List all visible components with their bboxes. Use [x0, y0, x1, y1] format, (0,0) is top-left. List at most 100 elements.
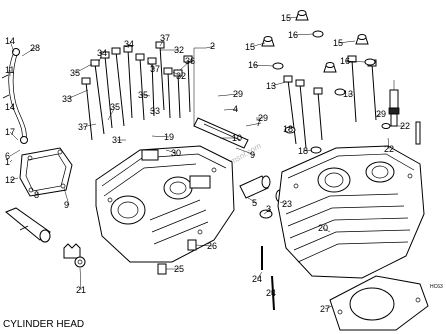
leader-line-13 [270, 81, 287, 87]
callout-4: 4 [233, 104, 238, 114]
leader-line-35 [142, 94, 151, 97]
leader-line-7 [245, 122, 262, 127]
callout-27: 27 [320, 304, 330, 314]
washer-3 [259, 209, 273, 219]
leader-line-9 [63, 187, 70, 206]
rear-cylinder-head [277, 145, 425, 279]
callout-7: 7 [256, 118, 261, 128]
callout-30: 30 [171, 148, 181, 158]
leader-line-34 [98, 52, 103, 63]
callout-35: 35 [110, 102, 120, 112]
callout-29: 29 [233, 89, 243, 99]
leader-line-37 [82, 123, 97, 128]
callout-26: 26 [207, 241, 217, 251]
leader-line-27 [324, 305, 333, 310]
leader-line-35 [74, 63, 93, 74]
callout-3: 3 [266, 204, 271, 214]
cap-nuts [261, 10, 369, 73]
callout-10: 10 [232, 133, 242, 143]
callout-16: 16 [248, 60, 258, 70]
leader-line-37 [147, 61, 156, 70]
callout-15: 15 [333, 38, 343, 48]
leader-line-34 [127, 43, 130, 49]
leader-line-18 [287, 128, 291, 131]
callout-33: 33 [150, 106, 160, 116]
callout-labels: 1516151615162283734343236323533373535332… [5, 13, 410, 314]
leader-line-14 [9, 40, 15, 53]
stud-17 [415, 121, 421, 145]
head-gasket [329, 275, 429, 331]
leader-line-24 [270, 289, 273, 294]
leader-line-16 [252, 64, 274, 67]
leader-line-3 [263, 208, 272, 215]
callout-32: 32 [176, 71, 186, 81]
leader-line-12 [9, 177, 19, 181]
callout-5: 5 [252, 198, 257, 208]
leader-line-1 [9, 159, 13, 163]
leader-line-35 [107, 106, 116, 121]
leader-line-26 [195, 244, 213, 247]
leader-line-33 [149, 109, 156, 112]
callout-35: 35 [138, 90, 148, 100]
leader-line-20 [322, 227, 331, 233]
callout-6: 6 [5, 151, 10, 161]
rocker-shaft [5, 207, 86, 268]
stud-bolts [261, 246, 275, 311]
callout-31: 31 [112, 135, 122, 145]
callout-12: 12 [5, 175, 15, 185]
callout-34: 34 [124, 39, 134, 49]
leader-line-2 [205, 45, 216, 49]
callout-20: 20 [318, 223, 328, 233]
leader-line-9 [235, 147, 256, 156]
bolt-group [81, 41, 193, 141]
callout-9: 9 [250, 150, 255, 160]
callout-15: 15 [245, 42, 255, 52]
leader-line-8 [35, 189, 40, 196]
washers [272, 30, 391, 154]
callout-13: 13 [343, 89, 353, 99]
leader-line-15 [285, 16, 299, 19]
leader-line-4 [223, 108, 239, 111]
leader-line-15 [337, 40, 356, 44]
leader-line-16 [344, 60, 366, 63]
callout-37: 37 [150, 64, 160, 74]
leader-line-36 [179, 60, 191, 71]
fitting-5 [239, 175, 271, 199]
callout-24: 24 [266, 288, 276, 298]
callout-36: 36 [185, 56, 195, 66]
leader-line-16 [292, 33, 314, 36]
callout-28: 28 [30, 43, 40, 53]
leader-line-15 [249, 42, 266, 48]
leader-line-19 [151, 135, 170, 138]
callout-8: 8 [34, 190, 39, 200]
leader-line-33 [66, 89, 89, 100]
leader-line-18 [302, 149, 313, 152]
leader-line-28 [21, 47, 36, 57]
leader-line-32 [172, 71, 182, 77]
leader-line-24 [256, 271, 263, 280]
leader-line-23 [279, 201, 288, 205]
callout-37: 37 [160, 33, 170, 43]
callout-14: 14 [5, 36, 15, 46]
callout-2: 2 [210, 41, 215, 51]
leader-line-21 [79, 267, 82, 291]
callout-16: 16 [288, 30, 298, 40]
leader-line-22 [387, 137, 390, 150]
callout-37: 37 [78, 122, 88, 132]
callout-13: 13 [266, 81, 276, 91]
callout-22: 22 [400, 121, 410, 131]
callout-29: 29 [258, 113, 268, 123]
callout-22: 22 [384, 144, 394, 154]
callout-11: 11 [5, 65, 14, 75]
callout-19: 19 [164, 132, 174, 142]
leader-line-30 [165, 149, 177, 154]
callout-29: 29 [376, 109, 386, 119]
callout-18: 18 [283, 124, 293, 134]
callout-14: 14 [5, 102, 15, 112]
callout-15: 15 [281, 13, 291, 23]
leader-line-5 [247, 197, 258, 204]
diagram-code: HC63 [430, 284, 443, 290]
callout-16: 16 [340, 56, 350, 66]
